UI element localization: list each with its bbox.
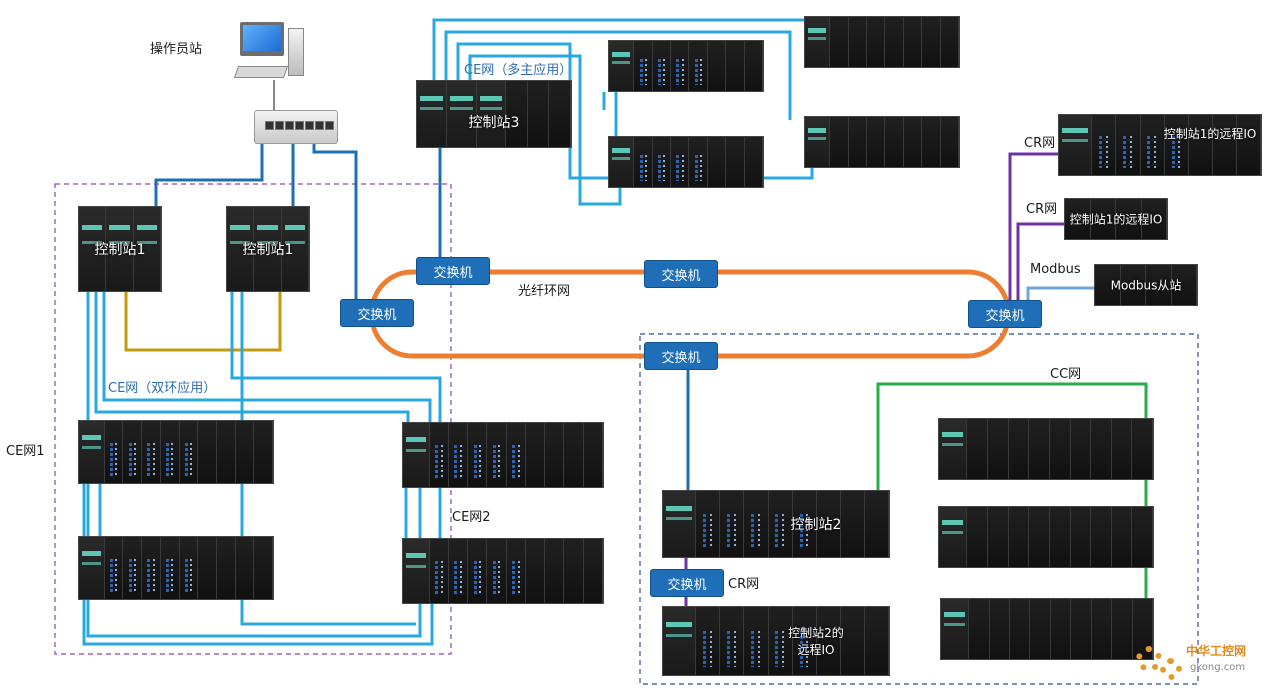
io-rack [78,536,274,600]
remote-io-rack-1: 控制站1的远程IO [1058,114,1262,176]
station3-ce-4 [468,54,622,206]
ce-net1-group-box [54,183,452,655]
io-rack [608,40,764,92]
ce-net-multi-label: CE网（多主应用） [464,63,573,78]
watermark-url: gkong.com [1190,662,1246,673]
watermark-name: 中华工控网 [1186,644,1247,658]
gear-icon [1136,646,1162,672]
station3-ce-2 [444,30,792,120]
modbus-link [1026,286,1094,302]
ce-loop-right [404,488,422,540]
watermark-logo: 中华工控网 gkong.com [1134,636,1264,692]
cc-net-label: CC网 [1050,367,1082,382]
hub-to-station1a [154,140,264,210]
control-station1-b: 控制站1 [226,206,310,292]
switch-left: 交换机 [340,299,414,327]
switch-top-left: 交换机 [416,257,490,285]
control-station2: 控制站2 [662,490,890,558]
operator-station-label: 操作员站 [150,42,203,57]
control-station2-remote-io-label: 控制站2的 远程IO [788,626,844,657]
ce-net-dual-label: CE网（双环应用） [108,381,217,396]
cc-group-box [639,333,1199,685]
control-station1-a-label: 控制站1 [94,242,146,258]
io-rack [608,136,764,188]
remote-io-1-label: 控制站1的远程IO [1163,127,1257,141]
switch-bottom: 交换机 [644,342,718,370]
switch-top-mid: 交换机 [644,260,718,288]
ce-dual-2 [94,292,410,430]
operator-pc-icon [233,22,306,82]
io-rack [938,506,1154,568]
switch-cr: 交换机 [650,569,724,597]
io-rack [402,422,604,488]
modbus-slave-rack: Modbus从站 [1094,264,1198,306]
io-rack [804,116,960,168]
io-rack [804,16,960,68]
cr-to-remote-io-1 [1008,152,1058,302]
io-rack [78,420,274,484]
cr-to-remote-io-2 [1016,222,1064,302]
hub-to-left-switch [312,142,358,300]
control-station1-b-label: 控制站1 [242,242,294,258]
ce-loop-left [82,484,434,646]
io-rack [402,538,604,604]
control-station3: 控制站3 [416,80,572,148]
io-rack [938,418,1154,480]
modbus-slave-label: Modbus从站 [1110,278,1182,293]
cr-net-label-b: CR网 [1026,202,1058,217]
ce-net1-label: CE网1 [6,444,45,459]
control-station2-remote-io: 控制站2的 远程IO [662,606,890,676]
cr-net-label-c: CR网 [728,577,760,592]
fiber-ring-label: 光纤环网 [518,284,571,299]
station1-redundant-link [124,292,282,352]
remote-io-2-label: 控制站1的远程IO [1069,212,1163,227]
gear-icon [1160,658,1182,680]
control-station3-label: 控制站3 [468,114,520,131]
ce-dual-4 [230,292,442,604]
ce-net2-label: CE网2 [452,510,491,525]
control-station2-label: 控制站2 [790,517,842,533]
network-hub-icon [254,110,338,144]
ce-dual-5 [240,292,416,626]
ce-dual-3 [102,292,432,430]
remote-io-rack-2: 控制站1的远程IO [1064,198,1168,240]
cc-net-line [876,382,1148,602]
control-station1-a: 控制站1 [78,206,162,292]
io-rack [940,598,1154,660]
cr-net-label-a: CR网 [1024,136,1056,151]
switch-right: 交换机 [968,300,1042,328]
modbus-label: Modbus [1030,262,1081,277]
